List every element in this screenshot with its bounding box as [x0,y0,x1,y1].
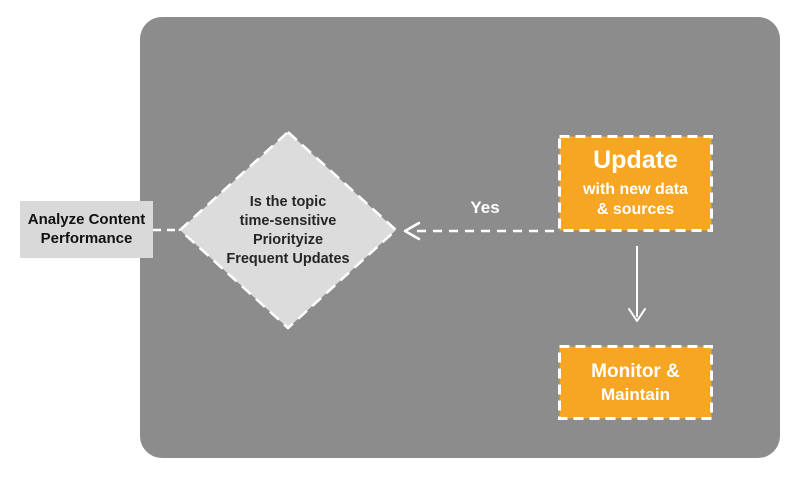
update-subtitle-line-2: & sources [596,201,675,219]
node-analyze-content-performance: Analyze Content Performance [20,201,153,258]
node-monitor-maintain: Monitor & Maintain [558,345,713,420]
decision-line-1: Is the topic [249,194,327,210]
decision-node-label: Is the topic time-sensitive Priorityize … [198,193,378,269]
monitor-line-2: Maintain [601,384,670,404]
yes-edge-label: Yes [470,198,500,217]
monitor-line-1: Monitor & [591,361,680,382]
decision-diamond-shape [178,130,398,330]
down-arrowhead [628,308,646,322]
update-subtitle-line-1: with new data [583,181,688,199]
node-analyze-label: Analyze Content Performance [27,210,146,247]
yes-arrowhead [403,221,421,241]
update-title: Update [593,145,678,174]
decision-line-3: Priorityize [252,232,324,248]
monitor-box-shape [558,345,713,420]
decision-line-2: time-sensitive [239,213,337,229]
node-update: Update with new data & sources [558,135,713,232]
update-box-shape [558,135,713,232]
decision-line-4: Frequent Updates [226,251,350,267]
